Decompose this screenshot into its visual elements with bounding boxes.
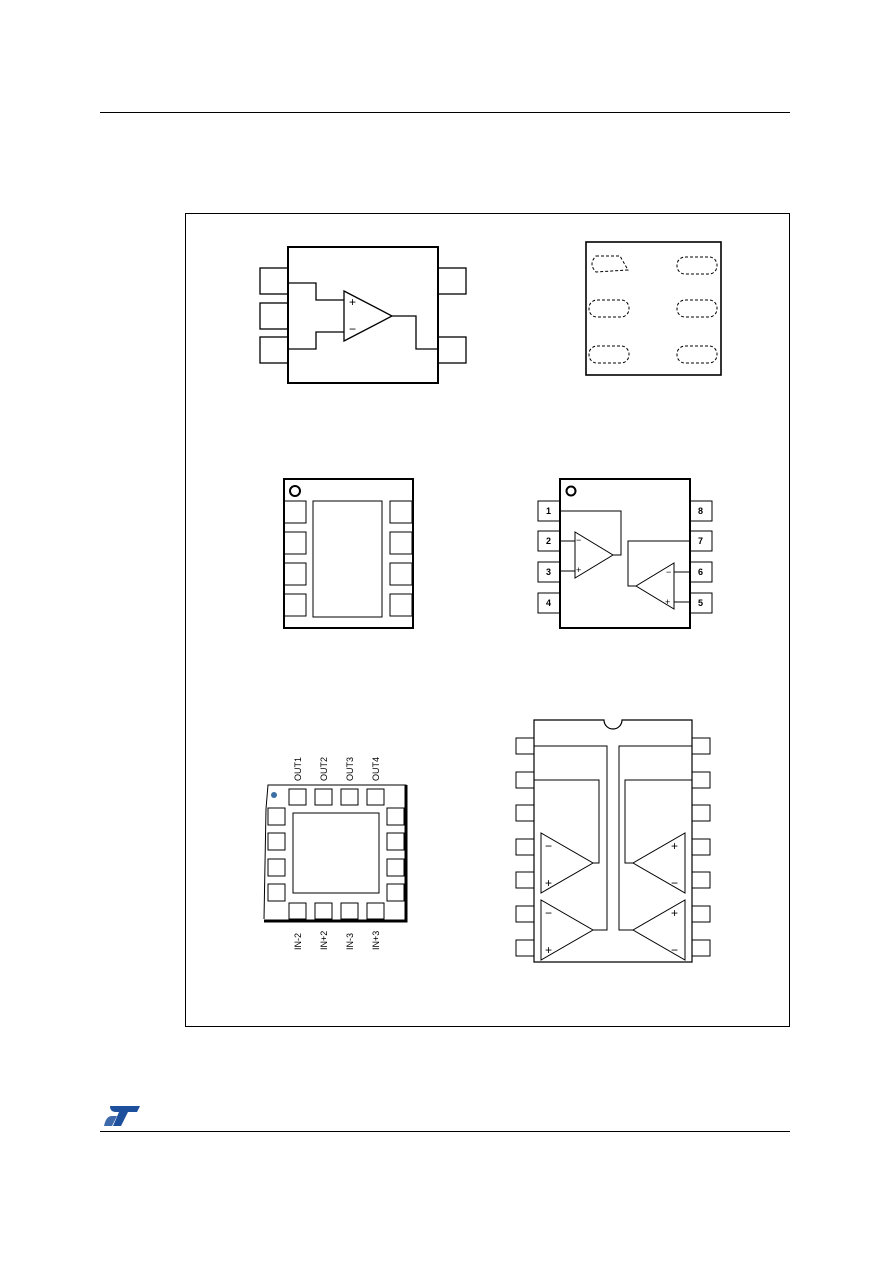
st-logo-icon (104, 1106, 140, 1126)
dip-body-notch (533, 719, 693, 963)
package-dfn8-pad (283, 478, 414, 629)
package-dip14-quad (515, 719, 711, 963)
pin-label-out2: OUT2 (319, 757, 329, 781)
plus-sign: + (545, 876, 552, 890)
pin-number: 4 (546, 598, 551, 608)
package-sot23-5 (259, 246, 467, 384)
plus-sign: + (545, 943, 552, 957)
pin-number: 7 (698, 536, 703, 546)
package-bottom-view (585, 241, 722, 376)
pin-label-out4: OUT4 (371, 757, 381, 781)
minus-sign: − (349, 322, 356, 336)
pin-number: 8 (698, 506, 703, 516)
pin1-dot (271, 792, 277, 798)
pin-number: 2 (546, 536, 551, 546)
plus-sign: + (671, 839, 678, 853)
header-rule (100, 112, 790, 113)
minus-sign: − (545, 839, 552, 853)
plus-sign: + (665, 597, 670, 607)
plus-sign: + (576, 565, 581, 575)
pin-label-out1: OUT1 (293, 757, 303, 781)
footer-rule (100, 1131, 790, 1132)
pin-label-out3: OUT3 (345, 757, 355, 781)
pin1-dot (289, 485, 301, 497)
package-so8-dual (537, 478, 713, 629)
pin-label-in+2: IN+2 (319, 931, 329, 950)
pad-marker (591, 255, 629, 273)
pin-number: 5 (698, 598, 703, 608)
so8-pin-numbers: 1 2 3 4 8 7 6 5 (546, 506, 703, 608)
minus-sign: − (576, 535, 581, 545)
minus-sign: − (545, 906, 552, 920)
package-qfn16 (263, 784, 408, 923)
pin-label-in-2: IN-2 (293, 933, 303, 950)
qfn16-labels: OUT1 OUT2 OUT3 OUT4 IN-2 IN+2 IN-3 IN+3 (293, 757, 381, 950)
pin-number: 1 (546, 506, 551, 516)
minus-sign: − (671, 876, 678, 890)
minus-sign: − (671, 943, 678, 957)
opamp-signs: + − − + − + − + − + + − + − (349, 295, 678, 957)
pin-label-in+3: IN+3 (371, 931, 381, 950)
pin1-dot (565, 485, 577, 497)
pin-label-in-3: IN-3 (345, 933, 355, 950)
plus-sign: + (349, 295, 356, 309)
figure-frame (185, 213, 790, 1027)
opamp-triangle (343, 289, 394, 343)
pin-number: 6 (698, 567, 703, 577)
minus-sign: − (666, 567, 671, 577)
pin-number: 3 (546, 567, 551, 577)
plus-sign: + (671, 906, 678, 920)
